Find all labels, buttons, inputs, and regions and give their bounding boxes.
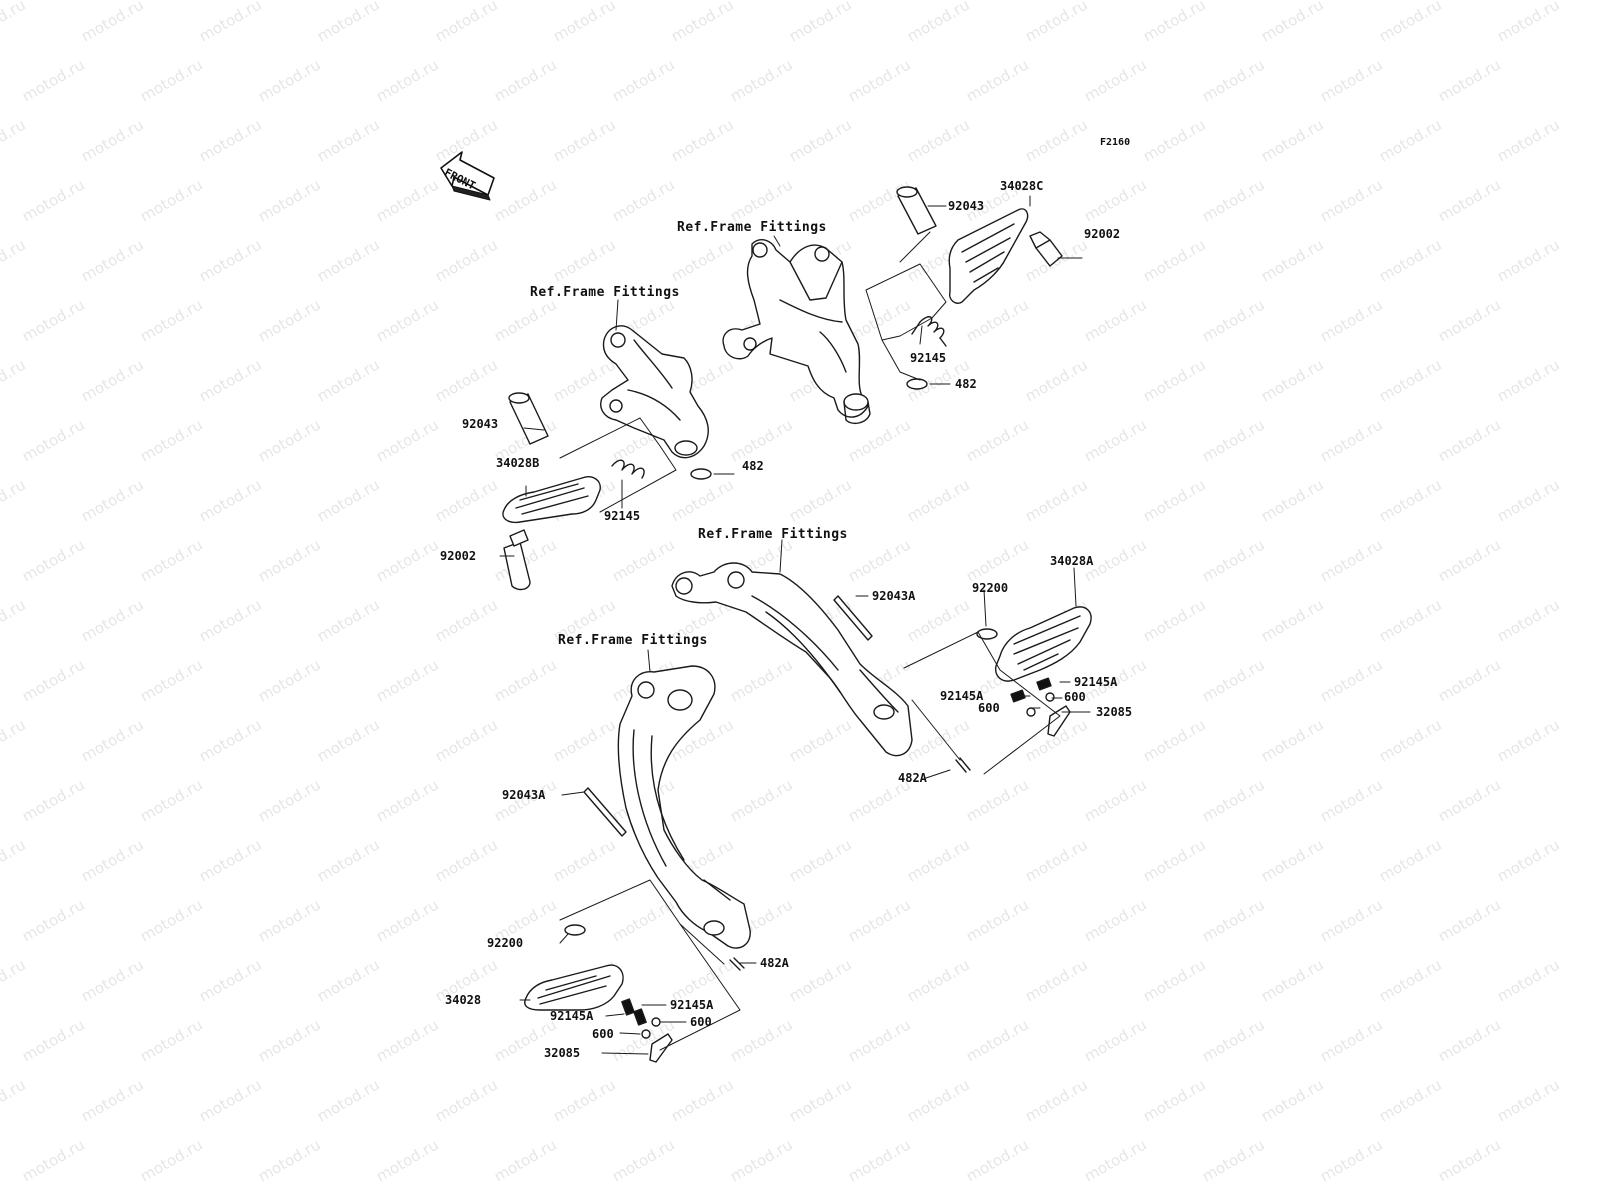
part-callout: 600 (978, 701, 1000, 715)
part-callout: 600 (592, 1027, 614, 1041)
front-arrow-icon (440, 151, 495, 201)
ref-frame-fittings-label: Ref.Frame Fittings (677, 220, 827, 235)
part-callout: 92200 (972, 581, 1009, 595)
ref-frame-fittings-label: Ref.Frame Fittings (698, 527, 848, 542)
part-callout: 92145A (550, 1009, 594, 1023)
part-callout: 92002 (440, 549, 477, 563)
part-callout: 34028C (1000, 179, 1044, 193)
part-callout: 92145A (670, 998, 714, 1012)
ref-frame-fittings-label: Ref.Frame Fittings (530, 285, 680, 300)
part-callout: 34028A (1050, 554, 1094, 568)
part-callout: 92043 (948, 199, 985, 213)
part-callout: 482A (898, 771, 927, 785)
part-callout: 34028 (445, 993, 482, 1007)
lower-right-bracket-assembly (671, 562, 1092, 775)
part-callout: 92002 (1084, 227, 1121, 241)
part-callout: 600 (690, 1015, 712, 1029)
leader-lines (499, 195, 1091, 1055)
part-callout: 92043A (872, 589, 916, 603)
part-callout: 482 (955, 377, 977, 391)
part-callout: 92145A (940, 689, 984, 703)
part-callout: 482A (760, 956, 789, 970)
lower-left-bracket-assembly (524, 665, 751, 1063)
part-callout: 34028B (496, 456, 540, 470)
upper-right-bracket-assembly (722, 186, 1063, 425)
part-callout: 92043A (502, 788, 546, 802)
ref-frame-fittings-label: Ref.Frame Fittings (558, 633, 708, 648)
part-callout: 92145A (1074, 675, 1118, 689)
part-callout: 92043 (462, 417, 499, 431)
part-callout: 600 (1064, 690, 1086, 704)
part-callout: 32085 (1096, 705, 1133, 719)
diagram-code: F2160 (1100, 137, 1131, 148)
part-callout: 32085 (544, 1046, 581, 1060)
upper-left-bracket-assembly (502, 325, 712, 591)
part-callout: 92145 (910, 351, 947, 365)
part-callout: 482 (742, 459, 764, 473)
part-callout: 92200 (487, 936, 524, 950)
part-callout: 92145 (604, 509, 641, 523)
